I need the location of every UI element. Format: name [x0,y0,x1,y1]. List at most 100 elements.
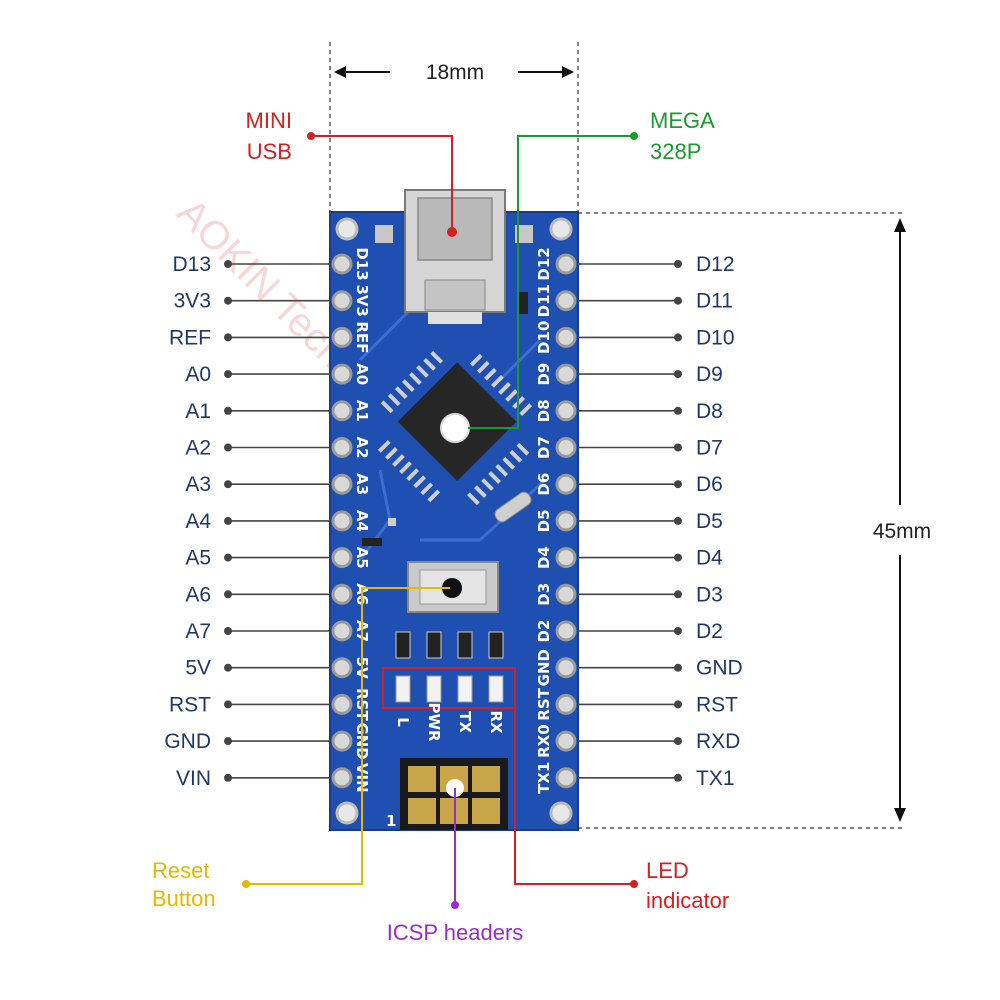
led-label-line-2: indicator [646,888,729,913]
chip-pin [474,485,487,499]
header-pin-hole [555,583,577,605]
reset-label-line-1: Reset [152,858,209,883]
chip-pin [488,471,501,484]
chip-pin [491,374,504,388]
pin-leader-dot [674,700,682,709]
header-pin-hole [331,473,353,495]
pin-leader-dot [674,333,682,342]
pin-leader-dot [224,370,232,379]
silkscreen-right-label: RST [535,687,553,720]
silkscreen-led-label: TX [456,711,474,733]
right-pin-label: RST [696,693,738,716]
header-pin-hole [555,473,577,495]
pin-leader-dot [674,590,682,599]
silkscreen-led-label: PWR [425,702,443,742]
chip-pin [516,442,530,456]
header-pin-hole [331,767,353,789]
header-pin-hole [331,437,353,458]
header-pin-hole [555,290,577,312]
chip-pin [401,379,415,392]
chip-pin [409,372,422,385]
pin-leader-dot [224,663,232,672]
chip-pin [377,440,391,453]
pin-leader-dot [224,590,232,599]
header-pin-hole [331,510,353,532]
silkscreen-right-label: D8 [535,399,553,422]
silkscreen-left-label: D13 [353,247,371,280]
left-pin-label: A4 [185,510,211,533]
header-pin-hole [331,326,353,348]
icsp-callout: ICSP headers [387,788,523,945]
pin-leader-dot [224,406,232,415]
chip-pin [406,468,419,482]
pin-leader-dot [674,480,682,489]
chip-pin [399,461,412,474]
chip-pin [467,492,480,506]
right-pin-label: D5 [696,510,723,533]
chip-pin [420,482,434,496]
mini-usb-callout: MINI USB [246,108,457,237]
mcu-label-line-1: MEGA [650,108,715,133]
silkscreen-led-labels: L PWR TX RX [394,702,505,742]
silkscreen-led-label: L [394,717,412,727]
header-pin-hole [331,657,353,679]
chip-pin [509,449,523,463]
chip-pin [476,360,490,374]
header-pin-hole [555,547,577,569]
header-pin-hole [555,437,577,458]
header-pin-hole [331,583,353,605]
mcu-callout: MEGA 328P [468,108,715,429]
silkscreen-right-label: D2 [535,620,553,643]
header-pin-hole [331,730,353,752]
silkscreen-right-label: D7 [535,436,553,459]
silkscreen-left-label: A0 [353,363,371,385]
header-pin-hole [331,547,353,569]
right-pin-label: D6 [696,473,723,496]
pin-leader-dot [674,516,682,525]
pin-leader-dot [224,700,232,709]
header-pin-hole [331,363,353,385]
chip-pin [413,475,427,489]
chip-pin [392,454,405,467]
right-pin-label: D7 [696,437,723,460]
silkscreen-right-label: D3 [535,583,553,606]
left-pin-label: A2 [185,437,211,460]
chip-pin [502,456,516,470]
left-pin-label: GND [164,730,211,753]
pin-leader-dot [224,443,232,452]
left-pin-label: VIN [176,767,211,790]
pin-leader-dot [224,480,232,489]
pin-leader-dot [224,773,232,782]
right-pin-label: D12 [696,253,735,276]
silkscreen-right-label: D5 [535,509,553,532]
header-pin-hole [555,510,577,532]
mcu-label-line-2: 328P [650,139,701,164]
chip-pin [430,350,443,364]
pin-leader-dot [674,737,682,746]
header-pin-hole [555,693,577,715]
right-pin-label: D4 [696,547,723,570]
pin-leader-dot [224,516,232,525]
pin-leader-dot [674,627,682,635]
right-pin-label: D11 [696,290,733,313]
chip-pin [469,353,483,367]
height-label: 45mm [873,520,931,543]
pin-leader-dot [224,296,232,305]
left-pin-label: A6 [185,583,211,606]
right-pin-label: TX1 [696,767,735,790]
right-pin-label: D3 [696,583,723,606]
silkscreen-left-label: A4 [353,510,371,532]
reset-button-callout: Reset Button [152,587,450,911]
mini-usb-label-line-2: USB [247,139,292,164]
pin-leader-dot [224,333,232,342]
left-pin-label: 5V [185,657,211,680]
pin-leader-dot [674,443,682,452]
silkscreen-left-label: 3V3 [353,284,371,316]
silkscreen-led-label: RX [487,710,505,734]
led-label-line-1: LED [646,858,689,883]
chip-pin [481,478,494,491]
